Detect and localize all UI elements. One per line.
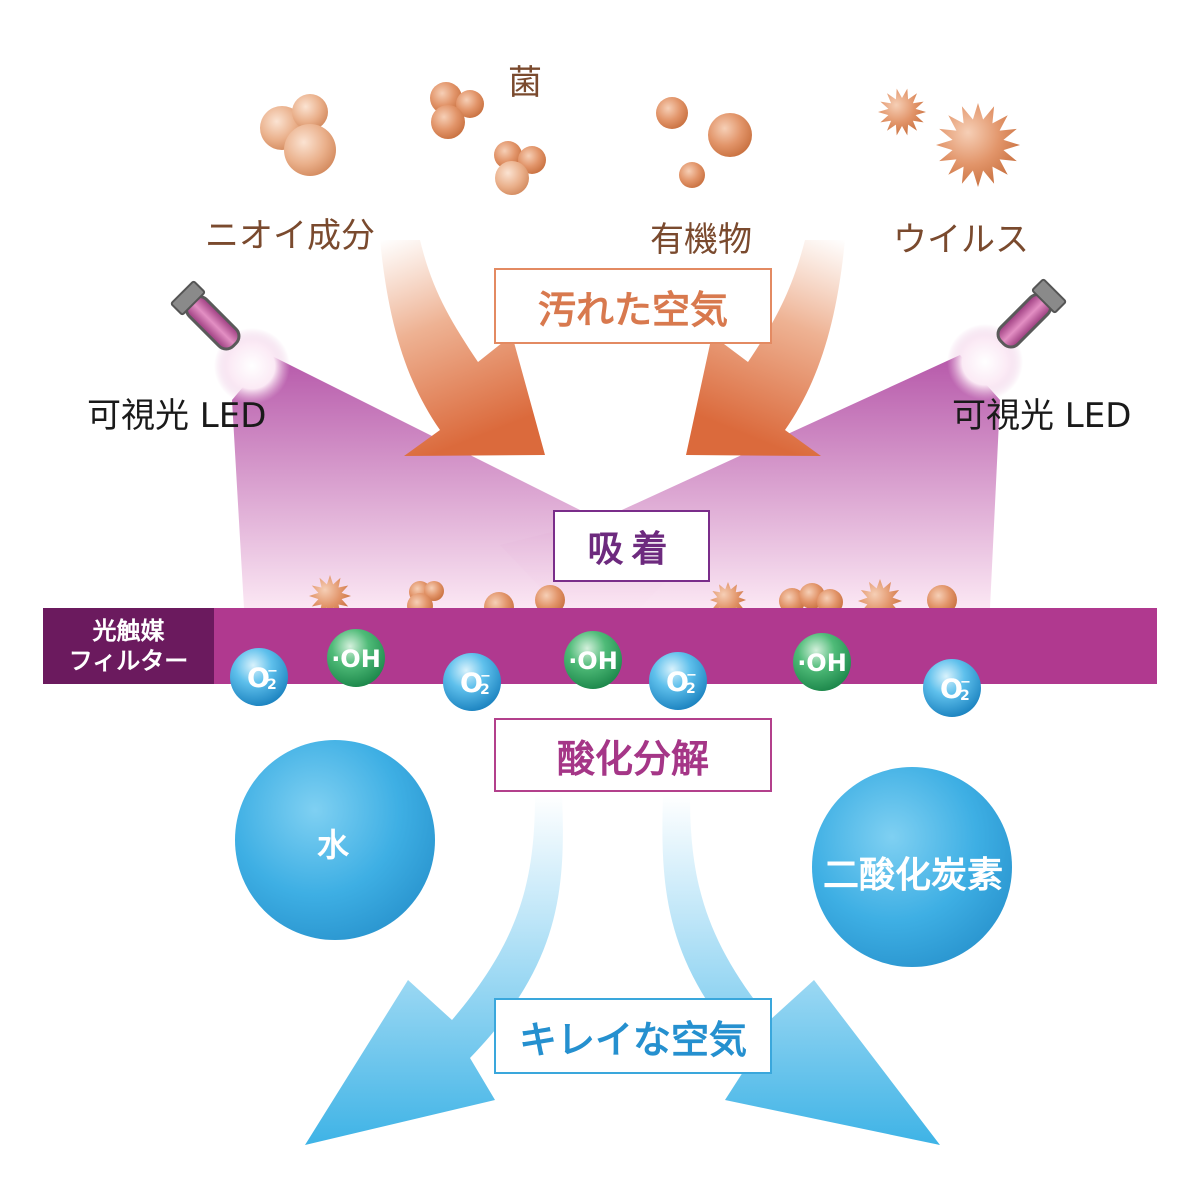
filter-label-line1: 光触媒 bbox=[92, 617, 165, 645]
dirty-air-arrow-left bbox=[380, 240, 545, 456]
right-led-icon bbox=[996, 278, 1067, 349]
hydroxyl-radical-molecule: ·OH bbox=[793, 633, 851, 691]
hydroxyl-label: ·OH bbox=[331, 645, 381, 673]
superoxide-molecule: O2− bbox=[923, 659, 981, 717]
hydroxyl-label: ·OH bbox=[797, 649, 847, 677]
co2-label: 二酸化炭素 bbox=[823, 855, 1004, 896]
bacteria-label: 菌 bbox=[508, 63, 542, 103]
superoxide-charge: − bbox=[960, 675, 971, 690]
virus-label: ウイルス bbox=[893, 220, 1029, 260]
left-led-label: 可視光 LED bbox=[87, 396, 267, 436]
co2-bubble bbox=[812, 767, 1012, 967]
dirty-air-box: 汚れた空気 bbox=[494, 268, 772, 344]
right-led-label: 可視光 LED bbox=[952, 396, 1132, 436]
odor-particles-icon bbox=[260, 94, 336, 176]
superoxide-charge: − bbox=[480, 669, 491, 684]
superoxide-molecule: O2− bbox=[230, 648, 288, 706]
superoxide-molecule: O2− bbox=[649, 652, 707, 710]
superoxide-subscript: 2 bbox=[686, 681, 696, 697]
dirty-air-arrow-right bbox=[686, 240, 845, 456]
superoxide-label: O bbox=[666, 667, 689, 698]
hydroxyl-label: ·OH bbox=[568, 647, 618, 675]
virus-icon bbox=[878, 88, 1020, 187]
bacteria-icon bbox=[430, 82, 546, 195]
superoxide-subscript: 2 bbox=[480, 682, 490, 698]
superoxide-subscript: 2 bbox=[267, 677, 277, 693]
clean-air-box: キレイな空気 bbox=[494, 998, 772, 1074]
organic-label: 有機物 bbox=[650, 220, 752, 260]
clean-air-arrow-right bbox=[662, 795, 940, 1145]
hydroxyl-radical-molecule: ·OH bbox=[327, 629, 385, 687]
superoxide-label: O bbox=[940, 674, 963, 705]
odor-label: ニオイ成分 bbox=[205, 216, 375, 256]
filter-label: 光触媒 フィルター bbox=[43, 608, 214, 684]
superoxide-charge: − bbox=[267, 664, 278, 679]
water-label: 水 bbox=[317, 826, 350, 864]
filter-label-line2: フィルター bbox=[68, 647, 189, 675]
superoxide-label: O bbox=[460, 668, 483, 699]
clean-air-arrow-left bbox=[305, 795, 563, 1145]
superoxide-molecule: O2− bbox=[443, 653, 501, 711]
superoxide-subscript: 2 bbox=[960, 688, 970, 704]
hydroxyl-radical-molecule: ·OH bbox=[564, 631, 622, 689]
left-led-icon bbox=[170, 280, 241, 351]
superoxide-charge: − bbox=[686, 668, 697, 683]
molecule-layer: O2−O2−O2−O2−·OH·OH·OH bbox=[230, 629, 981, 717]
organic-matter-icon bbox=[656, 97, 752, 188]
water-bubble bbox=[235, 740, 435, 940]
oxidation-box: 酸化分解 bbox=[494, 718, 772, 792]
adsorption-box: 吸着 bbox=[553, 510, 710, 582]
superoxide-label: O bbox=[247, 663, 270, 694]
